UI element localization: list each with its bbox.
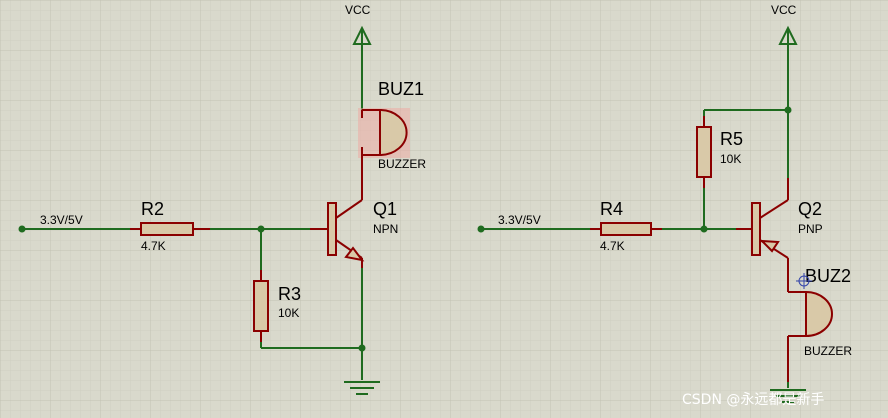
r5-ref: R5	[720, 129, 743, 149]
resistor-r4[interactable]: R4 4.7K	[590, 199, 662, 253]
resistor-r5[interactable]: R5 10K	[696, 116, 743, 188]
left-junction-emitter	[358, 344, 366, 352]
right-vcc-label: VCC	[771, 3, 797, 17]
left-circuit[interactable]: VCC 3.3V/5V R2 4.7K R3 10K	[18, 3, 427, 395]
r2-ref: R2	[141, 199, 164, 219]
r3-value: 10K	[278, 306, 299, 320]
resistor-r3[interactable]: R3 10K	[253, 270, 301, 342]
q2-ref: Q2	[798, 199, 822, 219]
left-input-label: 3.3V/5V	[40, 213, 83, 227]
crosshair-cursor-icon	[796, 273, 812, 289]
r4-value: 4.7K	[600, 239, 625, 253]
q2-emitter-arrow-icon	[759, 239, 780, 253]
left-input-terminal[interactable]	[18, 225, 26, 233]
buz2-body-icon	[805, 290, 833, 338]
watermark: CSDN @永远都是新手	[682, 392, 824, 408]
right-vcc-symbol[interactable]: VCC	[771, 3, 798, 45]
buz2-ref: BUZ2	[805, 266, 851, 286]
r4-ref: R4	[600, 199, 623, 219]
q1-ref: Q1	[373, 199, 397, 219]
q1-emitter-arrow-icon	[344, 246, 365, 262]
left-junction-base	[257, 225, 265, 233]
left-vcc-symbol[interactable]: VCC	[345, 3, 372, 45]
right-junction-vcc	[784, 106, 792, 114]
r5-value: 10K	[720, 152, 741, 166]
buz1-ref: BUZ1	[378, 79, 424, 99]
left-vcc-label: VCC	[345, 3, 371, 17]
q2-type: PNP	[798, 222, 823, 236]
left-ground-icon[interactable]	[344, 381, 380, 395]
buzzer-buz1[interactable]: BUZ1 BUZZER	[358, 79, 426, 176]
r2-value: 4.7K	[141, 239, 166, 253]
r3-ref: R3	[278, 284, 301, 304]
buz1-type: BUZZER	[378, 157, 426, 171]
q1-type: NPN	[373, 222, 398, 236]
right-ground-icon[interactable]	[770, 389, 806, 403]
buzzer-buz2[interactable]: BUZ2 BUZZER	[787, 266, 852, 382]
buz1-body-icon	[379, 108, 408, 157]
right-circuit[interactable]: VCC 3.3V/5V R4 4.7K R5 10K	[477, 3, 853, 403]
right-junction-base	[700, 225, 708, 233]
transistor-q1[interactable]: Q1 NPN	[310, 176, 398, 268]
right-input-label: 3.3V/5V	[498, 213, 541, 227]
buz2-type: BUZZER	[804, 344, 852, 358]
resistor-r2[interactable]: R2 4.7K	[130, 199, 210, 253]
right-input-terminal[interactable]	[477, 225, 485, 233]
transistor-q2[interactable]: Q2 PNP	[736, 178, 823, 292]
